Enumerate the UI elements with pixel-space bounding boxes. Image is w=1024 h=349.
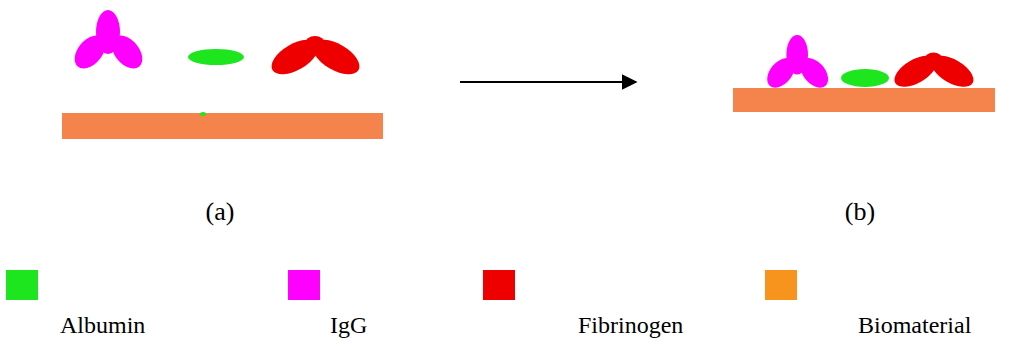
process-arrow [460, 81, 636, 83]
albumin-dot [200, 112, 206, 116]
legend-swatch [765, 270, 797, 300]
legend-swatch [288, 270, 320, 300]
fibrinogen-molecule [266, 33, 365, 82]
legend-text: Fibrinogen [578, 310, 683, 340]
legend-swatch [6, 270, 38, 300]
legend-text: Albumin [60, 310, 145, 340]
legend-swatch [483, 270, 515, 300]
biomaterial-bar [62, 113, 383, 139]
igg-molecule [762, 35, 834, 93]
igg-molecule [69, 10, 149, 74]
biomaterial-bar [733, 88, 995, 112]
legend-text: IgG [330, 310, 367, 340]
panel-b [733, 35, 995, 112]
albumin-molecule [841, 69, 889, 87]
panel-label: (b) [845, 197, 875, 227]
albumin-molecule [188, 49, 244, 65]
panel-a [62, 10, 383, 139]
panel-label: (a) [206, 197, 235, 227]
legend-text: Biomaterial [858, 310, 971, 340]
fibrinogen-molecule [889, 49, 978, 93]
